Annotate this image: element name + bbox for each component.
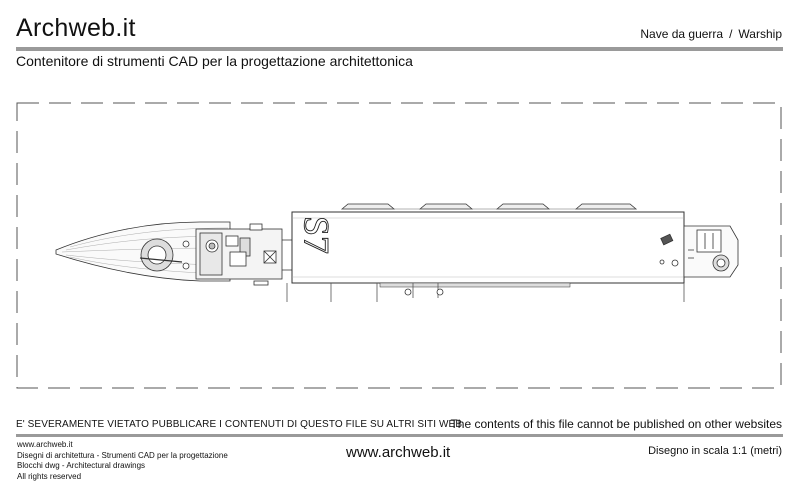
deck-platforms xyxy=(340,203,638,210)
footer-site-link[interactable]: www.archweb.it xyxy=(346,444,451,461)
footer-credit-line: Disegni di architettura - Strumenti CAD … xyxy=(17,450,228,460)
footer-credit-line[interactable]: www.archweb.it xyxy=(17,440,73,449)
footer-credit-line: Blocchi dwg - Architectural drawings xyxy=(17,461,146,470)
notice-italian: E' SEVERAMENTE VIETATO PUBBLICARE I CONT… xyxy=(16,419,463,430)
breadcrumb-item-italian[interactable]: Nave da guerra xyxy=(640,27,724,41)
footer-credit-line: All rights reserved xyxy=(17,471,82,481)
footer-credits: www.archweb.it Disegni di architettura -… xyxy=(17,440,228,482)
notice-english: The contents of this file cannot be publ… xyxy=(450,417,782,431)
page-subtitle: Contenitore di strumenti CAD per la prog… xyxy=(16,53,413,69)
deck-supports xyxy=(286,283,685,302)
warship-plan xyxy=(55,203,739,302)
breadcrumb-item-english[interactable]: Warship xyxy=(738,27,782,41)
flight-deck xyxy=(291,211,685,284)
deck-number-marking: S7 xyxy=(297,216,337,254)
scale-note: Disegno in scala 1:1 (metri) xyxy=(648,445,782,457)
breadcrumb-separator: / xyxy=(729,27,733,41)
drawing-frame xyxy=(16,102,782,389)
footer-divider xyxy=(16,434,783,437)
header-divider xyxy=(16,47,783,51)
site-logo[interactable]: Archweb.it xyxy=(16,14,136,42)
breadcrumb: Nave da guerra / Warship xyxy=(640,27,782,41)
